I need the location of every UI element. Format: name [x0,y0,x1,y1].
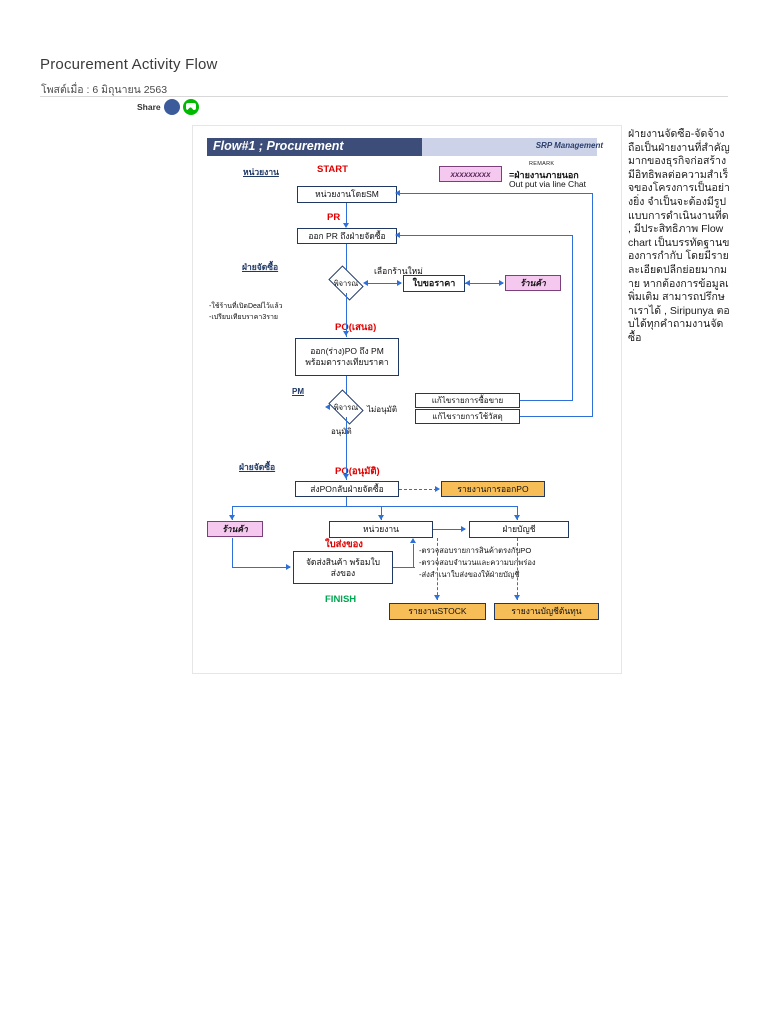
decision-purchasing-review-label: พิจารณ [333,279,359,288]
node-unit[interactable]: หน่วยงาน [329,521,433,538]
node-unit-by-sm[interactable]: หน่วยงานโดยSM [297,186,397,203]
node-quote-request[interactable]: ใบขอราคา [403,275,465,292]
edge-fix-material-out [520,416,593,418]
edge-send-po-to-report [399,489,437,490]
flowchart-image: Flow#1 ; Procurement SRP Management xxxx… [192,125,622,674]
edge-send-po-down [346,497,348,507]
edge-label-not-approved: ไม่อนุมัติ [367,405,398,414]
line-share-icon[interactable] [182,99,199,115]
marker-delivery-note: ใบส่งของ [325,539,363,550]
node-send-po-back[interactable]: ส่งPOกลับฝ่ายจัดซื้อ [295,481,399,497]
edge-fix-trade-to-pr [399,235,573,237]
edge-bus-to-accounting [517,506,519,520]
edge-unit-to-accounting [433,529,465,531]
swimlane-label-purchasing-2: ฝ่ายจัดซื้อ [239,462,276,472]
arrowhead-down [228,515,235,520]
swimlane-label-unit: หน่วยงาน [243,167,279,177]
arrowhead-right [499,279,504,286]
arrowhead-down [342,331,349,336]
edge-vendor-down [232,538,234,568]
edge-pr-to-decision1 [346,244,348,278]
arrowhead-up [409,538,416,543]
legend-output-text: Out put via line Chat [509,179,587,189]
arrowhead-left [465,279,470,286]
node-report-po[interactable]: รายงานการออกPO [441,481,545,497]
edge-deliver-to-unit-v [413,544,415,568]
checklist-line-1: -ตรวจสอบรายการสินค้าตรงกับPO [419,546,532,555]
node-draft-po[interactable]: ออก(ร่าง)PO ถึง PM พร้อมตารางเทียบราคา [295,338,399,376]
arrowhead-right [397,279,402,286]
arrowhead-down [513,515,520,520]
edge-draft-po-to-decision2 [346,376,348,400]
note-use-existing-deal: -ใช้ร้านที่เปิดDealไว้แล้ว [209,303,283,310]
marker-po-propose: PO(เสนอ) [335,322,377,333]
node-accounting[interactable]: ฝ่ายบัญชี [469,521,569,538]
checklist-line-2: -ตรวจสอบจำนวนและความบกพร่อง [419,558,536,567]
edge-decision1-to-draft-po [346,293,348,337]
share-label: Share [137,102,161,112]
arrowhead-left [395,189,400,196]
decision-pm-review-label: พิจารณ [333,403,359,412]
arrowhead-right [461,525,466,532]
arrowhead-down [377,515,384,520]
edge-quote-to-vendor [465,283,503,285]
node-report-stock[interactable]: รายงานSTOCK [389,603,486,620]
article-body: ฝ่ายงานจัดซื้อ-จัดจ้าง ถือเป็นฝ่ายงานที่… [40,125,730,685]
node-fix-trade-items[interactable]: แก้ไขรายการซื้อขาย [415,393,520,408]
edge-deliver-to-unit-h [393,567,415,569]
diagram-owner-label: SRP Management [535,141,603,150]
legend-external-text: =ฝ่ายงานภายนอก [509,170,579,180]
edge-unit-to-stock-report [437,538,438,600]
arrowhead-right [435,485,440,492]
edge-fix-trade-up [572,236,574,400]
edge-accounting-to-cost-report [517,538,518,600]
arrowhead-down [342,223,349,228]
edge-fix-material-up [592,194,594,416]
edge-decision2-to-send-po [346,417,348,480]
diagram-title: Flow#1 ; Procurement [213,139,344,153]
edge-label-choose-new-vendor: เลือกร้านใหม่ [374,266,423,276]
marker-po-approved: PO(อนุมัติ) [335,466,380,477]
legend-remark-label: REMARK [529,161,555,167]
procurement-flow-diagram: Flow#1 ; Procurement SRP Management xxxx… [207,138,607,663]
edge-fix-trade-out [520,400,573,402]
facebook-share-icon[interactable] [163,99,180,115]
edge-unit-to-pr [346,203,348,225]
marker-start: START [317,164,348,175]
node-vendor-top[interactable]: ร้านค้า [505,275,561,291]
node-deliver-goods[interactable]: จัดส่งสินค้า พร้อมใบ ส่งของ [293,551,393,584]
marker-pr: PR [327,212,341,223]
edge-fix-material-to-unit [399,193,593,195]
checklist-line-3: -ส่งสำเนาใบส่งของให้ฝ่ายบัญชี [419,570,520,579]
edge-decision1-to-quote [365,283,401,285]
arrowhead-down [513,595,520,600]
node-vendor-bottom[interactable]: ร้านค้า [207,521,263,537]
node-issue-pr[interactable]: ออก PR ถึงฝ่ายจัดซื้อ [297,228,397,244]
article-side-text: ฝ่ายงานจัดซื้อ-จัดจ้าง ถือเป็นฝ่ายงานที่… [628,128,730,344]
arrowhead-down [342,474,349,479]
marker-finish: FINISH [325,594,357,605]
page-title: Procurement Activity Flow [40,56,218,73]
node-fix-material-items[interactable]: แก้ไขรายการใช้วัสดุ [415,409,520,424]
arrowhead-right [286,563,291,570]
arrowhead-left [363,279,368,286]
arrowhead-left [395,231,400,238]
post-date: โพสต์เมื่อ : 6 มิถุนายน 2563 [41,84,168,96]
swimlane-label-pm: PM [292,387,304,396]
node-report-cost[interactable]: รายงานบัญชีต้นทุน [494,603,599,620]
header-divider [40,96,728,97]
arrowhead-left [325,403,330,410]
edge-vendor-to-deliver [232,567,290,569]
edge-label-approved: อนุมัติ [331,427,352,436]
diagram-title-bar [207,138,597,156]
share-bar: Share [137,97,199,117]
edge-bus-to-unit [381,506,383,520]
legend-swatch: xxxxxxxxx [439,166,502,182]
edge-bus-to-vendor [232,506,234,520]
arrowhead-down [433,595,440,600]
note-compare-three-prices: -เปรียบเทียบราคา3ราย [209,314,279,321]
edge-distribution-bus [232,506,518,508]
swimlane-label-purchasing: ฝ่ายจัดซื้อ [242,262,279,272]
